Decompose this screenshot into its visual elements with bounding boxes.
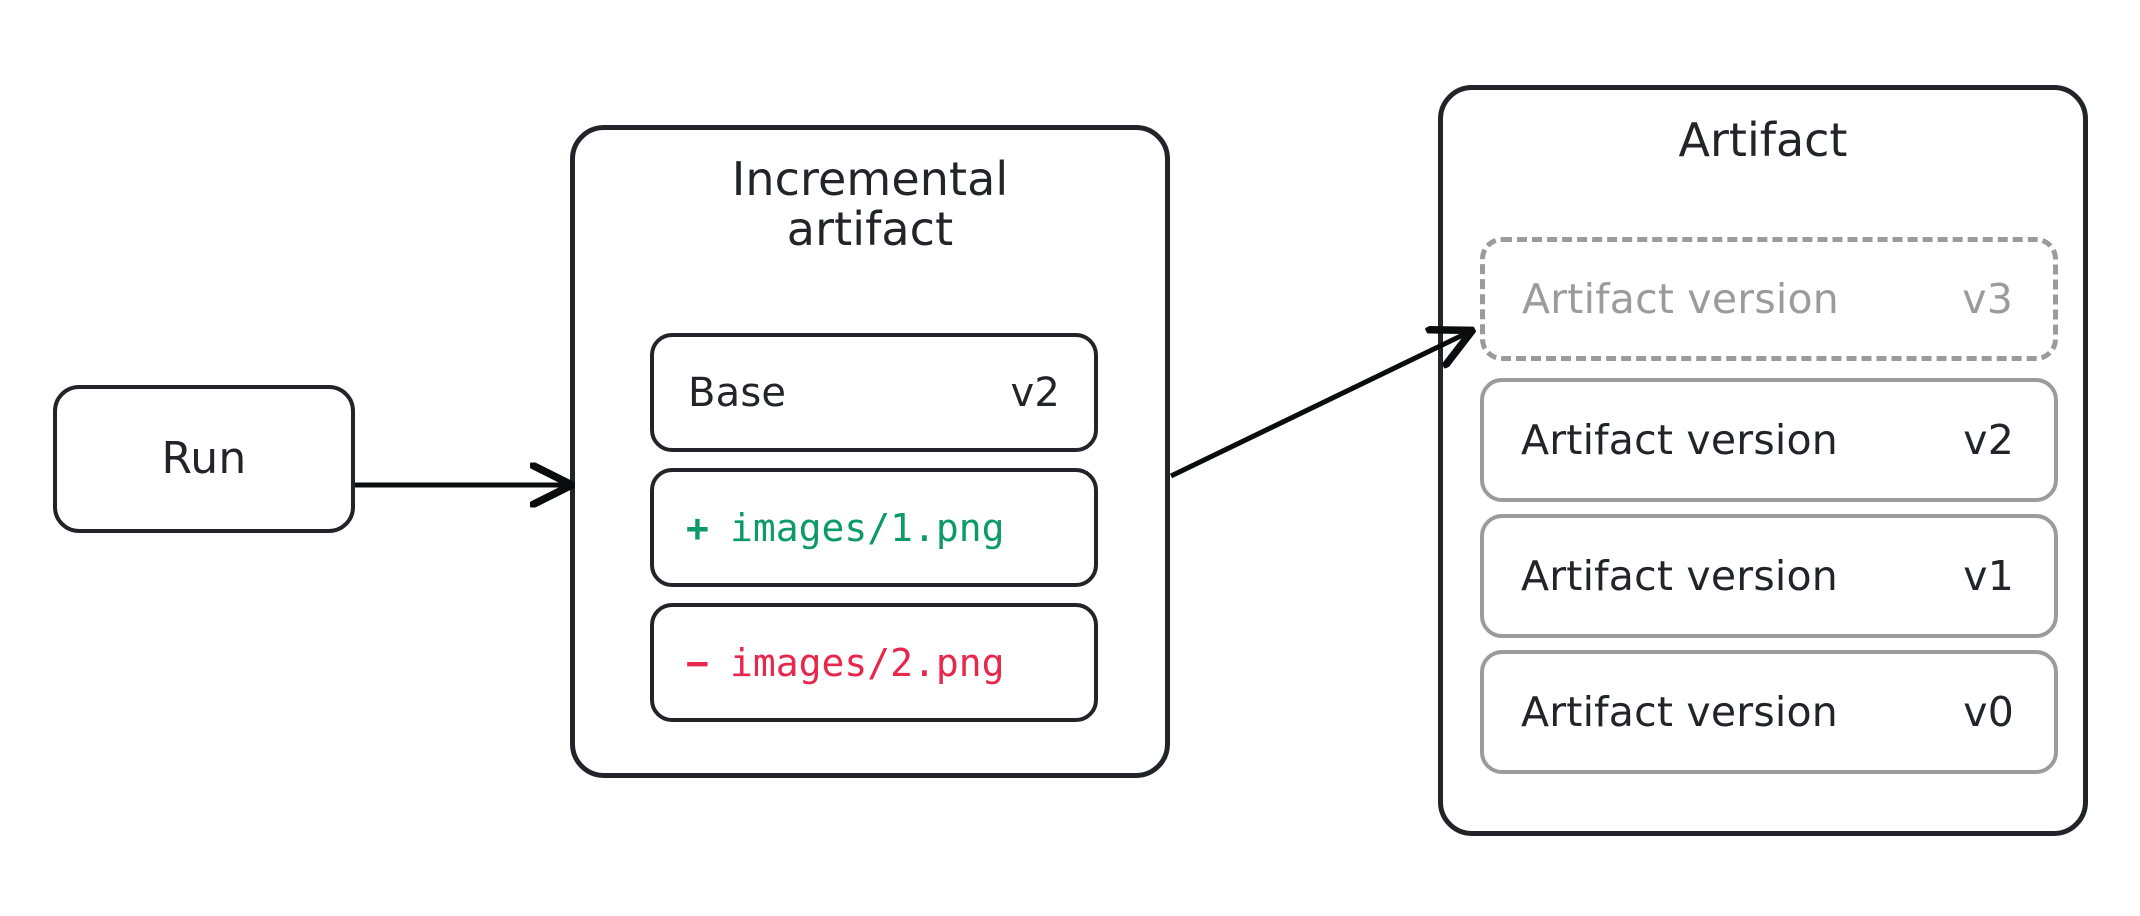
artifact-version-row-v2[interactable]: Artifact version v2 (1480, 378, 2058, 502)
incremental-artifact-title: Incremental artifact (575, 152, 1165, 256)
artifact-version-row-v0-label: Artifact version (1521, 688, 1838, 736)
artifact-version-list: Artifact version v3 Artifact version v2 … (1480, 237, 2058, 774)
arrow-incremental-to-artifact-v3 (1169, 333, 1467, 479)
incremental-row-added[interactable]: + images/1.png (650, 468, 1098, 587)
incremental-row-base[interactable]: Base v2 (650, 333, 1098, 452)
run-label: Run (161, 433, 247, 484)
incremental-row-added-path: images/1.png (730, 505, 1005, 550)
artifact-node[interactable]: Artifact Artifact version v3 Artifact ve… (1438, 85, 2088, 836)
artifact-version-row-v2-label: Artifact version (1521, 416, 1838, 464)
plus-icon: + (686, 505, 709, 550)
artifact-version-row-v0-value: v0 (1963, 688, 2014, 736)
incremental-row-removed-path: images/2.png (730, 640, 1005, 685)
run-node[interactable]: Run (53, 385, 355, 533)
incremental-artifact-title-line1: Incremental (731, 152, 1009, 206)
artifact-version-row-v2-value: v2 (1963, 416, 2014, 464)
incremental-row-base-version: v2 (1010, 369, 1060, 416)
artifact-version-row-v3-label: Artifact version (1522, 275, 1839, 323)
artifact-version-row-v1-label: Artifact version (1521, 552, 1838, 600)
artifact-version-row-v3[interactable]: Artifact version v3 (1480, 237, 2058, 361)
artifact-version-row-v3-value: v3 (1962, 275, 2013, 323)
artifact-version-row-v0[interactable]: Artifact version v0 (1480, 650, 2058, 774)
incremental-row-base-label: Base (688, 369, 787, 416)
incremental-row-list: Base v2 + images/1.png − images/2.png (650, 333, 1098, 722)
minus-icon: − (686, 640, 709, 685)
incremental-artifact-title-line2: artifact (786, 201, 954, 256)
artifact-version-row-v1[interactable]: Artifact version v1 (1480, 514, 2058, 638)
artifact-version-row-v1-value: v1 (1963, 552, 2014, 600)
incremental-row-removed[interactable]: − images/2.png (650, 603, 1098, 722)
artifact-title: Artifact (1678, 113, 1848, 167)
incremental-artifact-node[interactable]: Incremental artifact Base v2 + images/1.… (570, 125, 1170, 778)
